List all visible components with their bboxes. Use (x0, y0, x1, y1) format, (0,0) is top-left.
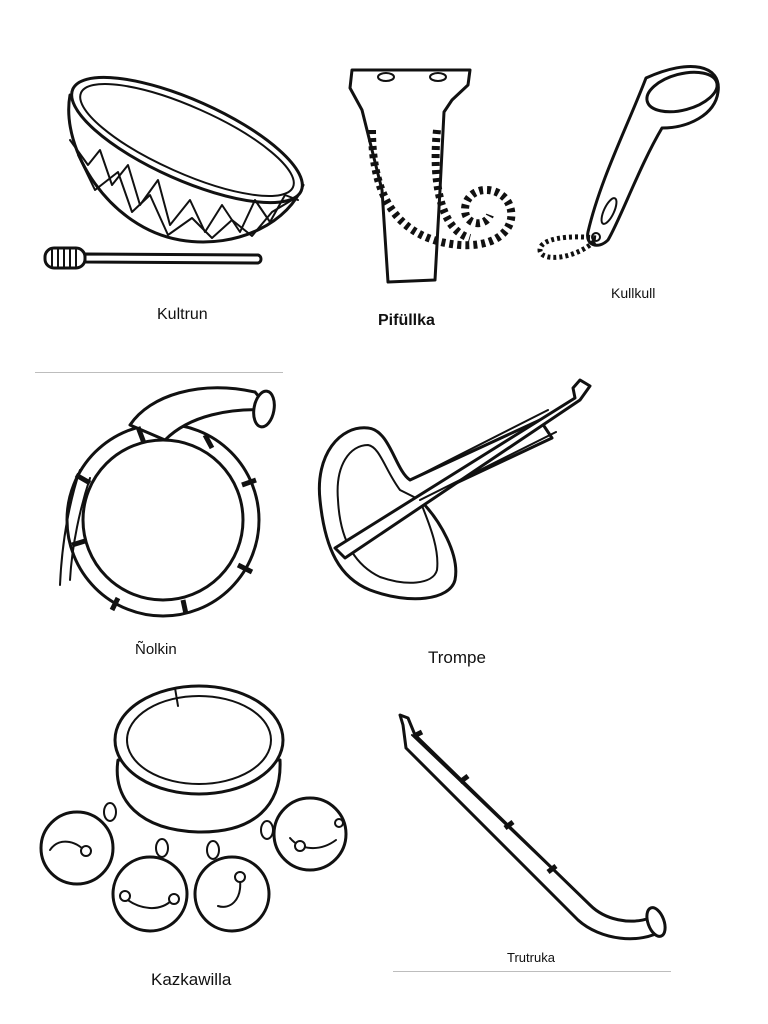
kullkull-label: Kullkull (611, 285, 656, 301)
nolkin-label: Ñolkin (135, 641, 177, 658)
pifullka-label: Pifüllka (378, 312, 435, 329)
divider-rule-bottom (393, 971, 671, 972)
trutruka-label: Trutruka (507, 950, 555, 965)
divider-rule (35, 372, 283, 373)
kultrun-label: Kultrun (157, 306, 208, 323)
kazkawilla-label: Kazkawilla (151, 970, 232, 989)
trompe-label: Trompe (428, 648, 486, 667)
